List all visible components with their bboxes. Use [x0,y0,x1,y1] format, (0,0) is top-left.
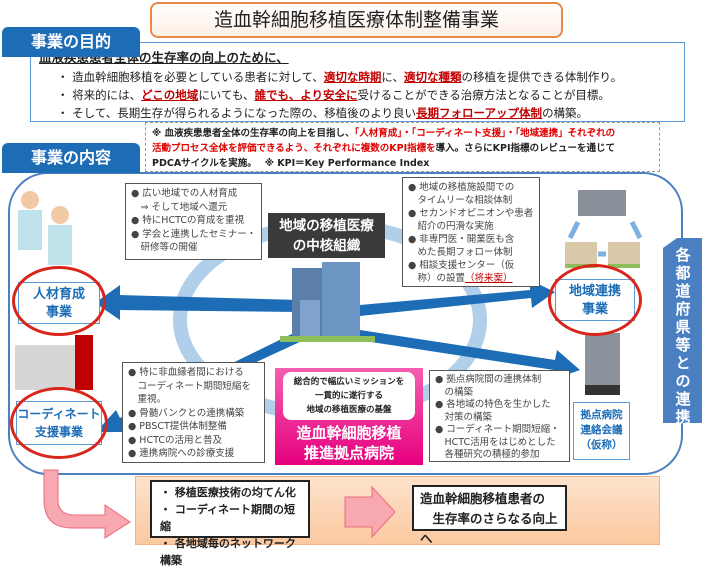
building-icon [280,262,375,342]
hub-callout: ● 拠点病院間の連携体制 の構築● 各地域の特色を生かした 対策の構築● コーデ… [429,370,570,462]
purpose-bullet: ・ 将来的には、どこの地域にいても、誰でも、より安全に受けることができる治療方法… [57,88,610,102]
pink-right-arrow [344,485,396,539]
kpi-note: ※ 血液疾患患者全体の生存率の向上を目指し、「人材育成」・「コーディネート支援」… [145,122,660,172]
arrow-left-up [95,285,300,320]
content-tab: 事業の内容 [2,143,140,173]
people-icon [18,191,72,265]
hub-meeting-box: 拠点病院連絡会議（仮称） [573,402,630,460]
purpose-box: 血液疾患患者全体の生存率の向上のために、 ・ 造血幹細胞移植を必要としている患者… [30,42,685,122]
purpose-bullet: ・ 造血幹細胞移植を必要としている患者に対して、適切な時期に、適切な種類の移植を… [57,70,623,84]
hr-highlight-ellipse [12,266,106,336]
page-title: 造血幹細胞移植医療体制整備事業 [150,2,563,38]
hr-callout: ● 広い地域での人材育成 ⇒ そして地域へ還元● 特にHCTCの育成を重視● 学… [125,183,262,260]
hospital-icon [15,335,93,390]
hub-mission: 総合的で幅広いミッションを一貫的に遂行する地域の移植医療の基盤 [283,372,415,420]
core-organization-label: 地域の移植医療の中核組織 [268,213,385,258]
arrow-right-up [360,280,555,316]
coord-callout: ● 特に非血縁者間における コーディネート期間短縮を 重視。● 骨髄バンクとの連… [122,362,265,463]
hub-hospital-name: 造血幹細胞移植推進拠点病院 [296,424,402,462]
outcome-result: 造血幹細胞移植患者の 生存率のさらなる向上へ [412,485,567,546]
prefecture-banner: 各都道府県等との連携 [663,238,702,426]
tall-building-icon [585,333,620,395]
purpose-bullet: ・ そして、長期生存が得られるようになった際の、移植後のより良い長期フォローアッ… [57,106,589,120]
region-highlight-ellipse [548,264,642,336]
pink-curved-arrow [43,469,131,539]
arrow-right-down [358,330,580,380]
hub-hospital-box: 総合的で幅広いミッションを一貫的に遂行する地域の移植医療の基盤 造血幹細胞移植推… [275,368,423,465]
hospital-network-icon [565,190,643,268]
coord-highlight-ellipse [10,387,108,459]
region-callout: ● 地域の移植施設間での タイムリーな相談体制● セカンドオピニオンや患者 紹介… [402,177,540,287]
outcome-list: ・ 移植医療技術の均てん化・ コーディネート期間の短縮・ 各地域毎のネットワーク… [150,480,310,567]
purpose-tab: 事業の目的 [2,27,140,57]
